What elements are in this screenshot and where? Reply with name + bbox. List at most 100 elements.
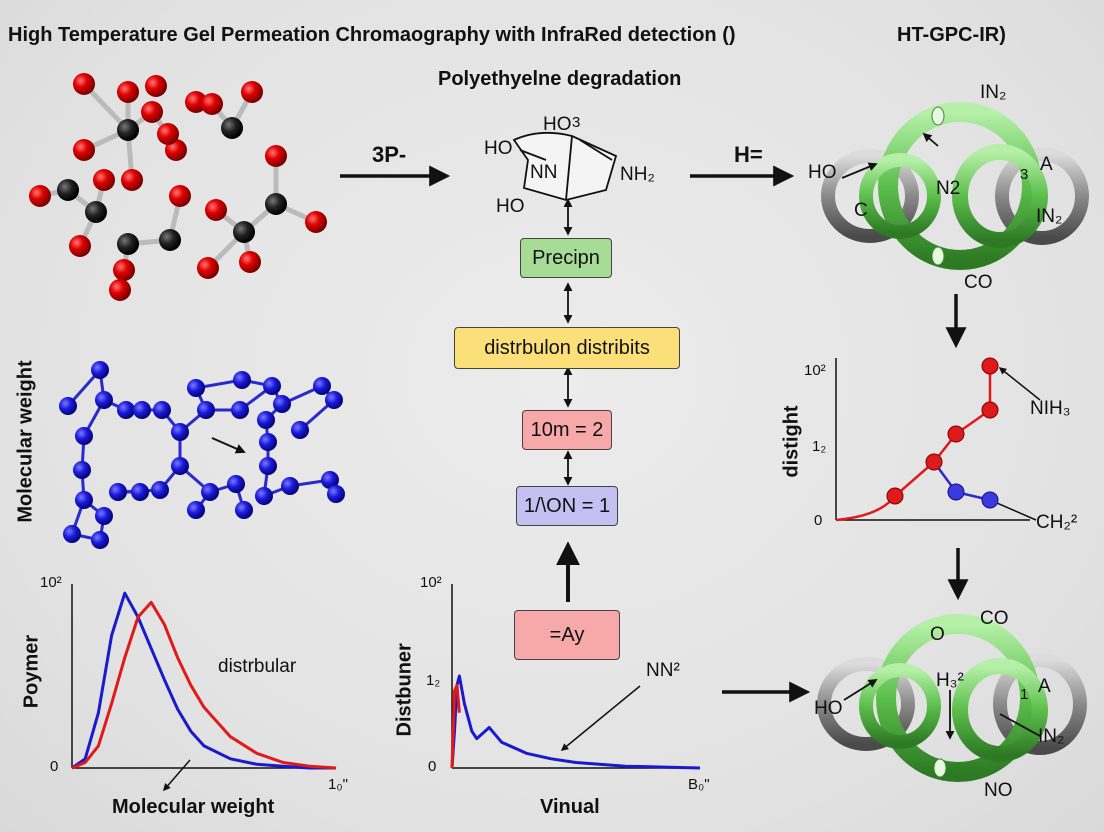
chart3-red-point: [981, 357, 999, 375]
oxygen-atom: [185, 91, 207, 113]
chart3-ytick-zero: 0: [814, 512, 823, 529]
ring-bottom-label-o: O: [930, 624, 945, 645]
molecule-label-top: HO: [543, 114, 572, 135]
network-node: [151, 481, 169, 499]
chart2-ylabel: Distbuner: [393, 643, 416, 737]
network-arrow: [211, 437, 246, 454]
network-node: [91, 531, 109, 549]
chart1-ytick-zero: 0: [50, 758, 59, 775]
molecule-label-ho-left: HO: [484, 138, 513, 159]
oxygen-atom: [239, 251, 261, 273]
network-node: [171, 423, 189, 441]
network-node: [133, 401, 151, 419]
carbon-atom: [85, 201, 107, 223]
ring-top-label-in2: IN₂: [980, 82, 1007, 103]
oxygen-atom: [73, 139, 95, 161]
carbon-atom: [117, 233, 139, 255]
chart3-ytick-mid: 1₂: [812, 438, 827, 455]
carbon-atom: [265, 193, 287, 215]
chart-polymer-distribution: [71, 584, 337, 792]
molecule-cluster-red-black: [29, 73, 327, 301]
carbon-atom: [221, 117, 243, 139]
chart3-annotation-nih3: NIH₃: [1030, 398, 1071, 419]
chart1-series-0: [71, 591, 336, 770]
main-title: High Temperature Gel Permeation Chromaog…: [8, 24, 736, 46]
network-node: [273, 395, 291, 413]
network-node: [257, 411, 275, 429]
chart1-ytick-top: 10²: [40, 574, 62, 591]
title-acronym: HT-GPC-IR): [897, 24, 1006, 46]
chart1-series-1: [71, 600, 337, 770]
network-node: [327, 485, 345, 503]
chart1-annotation: distrbular: [218, 656, 297, 677]
network-node: [227, 475, 245, 493]
chart1-annotation-arrow: [163, 759, 191, 792]
ring-bottom-label-no: NO: [984, 780, 1013, 801]
chart3-red-curve: [835, 366, 992, 522]
oxygen-atom: [201, 93, 223, 115]
ring-structure-bottom: [817, 614, 1087, 782]
chart3-blue-point: [981, 491, 999, 509]
network-node: [321, 471, 339, 489]
network-node: [231, 401, 249, 419]
carbon-atom: [117, 119, 139, 141]
network-node: [109, 483, 127, 501]
oxygen-atom: [241, 81, 263, 103]
ring-top-label-co: CO: [964, 272, 993, 293]
chart2-xlabel: Vinual: [540, 796, 600, 818]
molecule-label-nh2: NH₂: [620, 164, 655, 185]
chart2-series-1: [450, 683, 461, 769]
chart3-annotation-ch2: CH₂²: [1036, 512, 1078, 533]
chart1-ylabel: Poymer: [20, 634, 43, 709]
central-molecule-sketch: [512, 131, 618, 201]
chart2-xtick-end: B₀": [688, 776, 710, 793]
oxygen-atom: [145, 75, 167, 97]
network-node: [281, 477, 299, 495]
oxygen-atom: [73, 73, 95, 95]
molecule-label-ho-bottom: HO: [496, 196, 525, 217]
network-node: [171, 457, 189, 475]
network-node: [255, 487, 273, 505]
network-node: [187, 501, 205, 519]
flow-box-distribution: distrbulon distribits: [454, 327, 680, 369]
left-axis-label: Molecular weight: [14, 360, 37, 523]
network-node: [75, 491, 93, 509]
oxygen-atom: [29, 185, 51, 207]
arrow-label-3p: 3P-: [372, 142, 407, 167]
network-node: [235, 501, 253, 519]
oxygen-atom: [169, 185, 191, 207]
ring-top-label-n2: N2: [936, 178, 961, 199]
oxygen-atom: [141, 101, 163, 123]
ring-bottom-label-h3: H₃²: [936, 670, 964, 691]
flow-box-1on: 1/\ON = 1: [516, 486, 618, 526]
ring-top-label-3: 3: [1020, 166, 1029, 183]
chart3-ytick-top: 10²: [804, 362, 826, 379]
carbon-atom: [57, 179, 79, 201]
oxygen-atom: [113, 259, 135, 281]
oxygen-atom: [197, 257, 219, 279]
ring-bottom-label-co: CO: [980, 608, 1009, 629]
chart3-red-point: [981, 401, 999, 419]
molecule-network-blue: [59, 361, 345, 549]
chart-distbuner: [450, 584, 701, 770]
network-node: [59, 397, 77, 415]
network-node: [153, 401, 171, 419]
oxygen-atom: [93, 169, 115, 191]
network-node: [259, 433, 277, 451]
network-node: [233, 371, 251, 389]
network-node: [187, 379, 205, 397]
chart2-ytick-mid: 1₂: [426, 672, 441, 689]
oxygen-atom: [69, 235, 91, 257]
chart2-annotation: NN²: [646, 660, 680, 681]
chart3-red-point: [947, 425, 965, 443]
molecule-label-subscript: 3: [572, 114, 581, 131]
oxygen-atom: [157, 123, 179, 145]
network-node: [63, 525, 81, 543]
chart2-ytick-zero: 0: [428, 758, 437, 775]
flow-box-precipn: Precipn: [520, 238, 612, 278]
ring-bottom-label-in2: IN₂: [1038, 726, 1065, 747]
chart3-blue-point: [947, 483, 965, 501]
chart2-series-0: [450, 674, 701, 770]
